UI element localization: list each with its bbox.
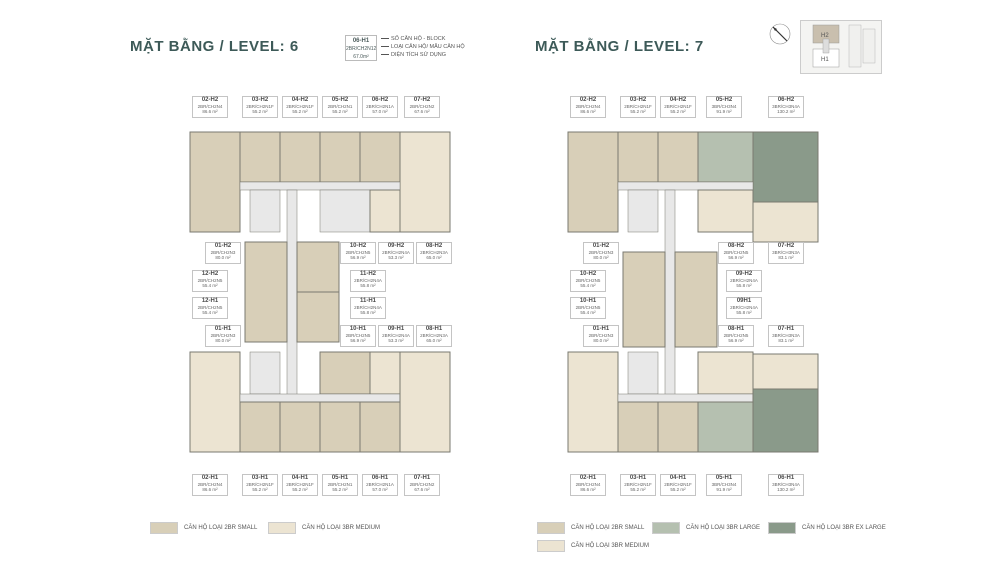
top-wing [567,131,819,243]
legend-item: CĂN HỘ LOẠI 3BR MEDIUM [537,537,649,552]
middle-wing [622,251,718,348]
bottom-wing [567,351,819,453]
top-wing [189,131,451,233]
page-title-level-6: MẶT BẰNG / LEVEL: 6 [130,38,299,55]
floor-plan-level-7-drawing [567,131,819,453]
legend-swatch [768,521,796,534]
middle-wing [244,241,340,343]
keymap-h1-label: H1 [821,57,829,63]
legend-item: CĂN HỘ LOẠI 2BR SMALL [150,519,257,534]
label-key: 06-H1 2BR/CH2N12 67.0m² SỐ CĂN HỘ - BLOC… [345,35,495,65]
site-keymap: H2 H1 [800,20,882,74]
key-area: 67.0m² [353,54,369,60]
key-code: 06-H1 [352,38,370,44]
legend-swatch [652,521,680,534]
central-corridor [286,189,298,411]
keymap-drawing: H2 H1 [812,24,876,68]
keymap-h2-label: H2 [821,33,829,39]
legend-item: CĂN HỘ LOẠI 3BR LARGE [652,519,760,534]
floor-plan-level-6-drawing [189,131,451,453]
key-type: 2BR/CH2N12 [346,46,377,52]
legend-swatch [537,521,565,534]
central-corridor [664,189,676,411]
bottom-wing [189,351,451,453]
key-label-area: DIỆN TÍCH SỬ DỤNG [381,52,446,58]
key-label-block: SỐ CĂN HỘ - BLOCK [381,36,445,42]
key-sample-box: 06-H1 2BR/CH2N12 67.0m² [345,35,377,61]
legend-item: CĂN HỘ LOẠI 3BR EX LARGE [768,519,886,534]
page-title-level-7: MẶT BẰNG / LEVEL: 7 [535,38,704,55]
compass-icon [769,23,791,45]
legend-item: CĂN HỘ LOẠI 2BR SMALL [537,519,644,534]
legend-swatch [268,521,296,534]
legend-swatch [150,521,178,534]
key-label-type: LOẠI CĂN HỘ/ MẪU CĂN HỘ [381,44,465,50]
legend-item: CĂN HỘ LOẠI 3BR MEDIUM [268,519,380,534]
legend-swatch [537,539,565,552]
